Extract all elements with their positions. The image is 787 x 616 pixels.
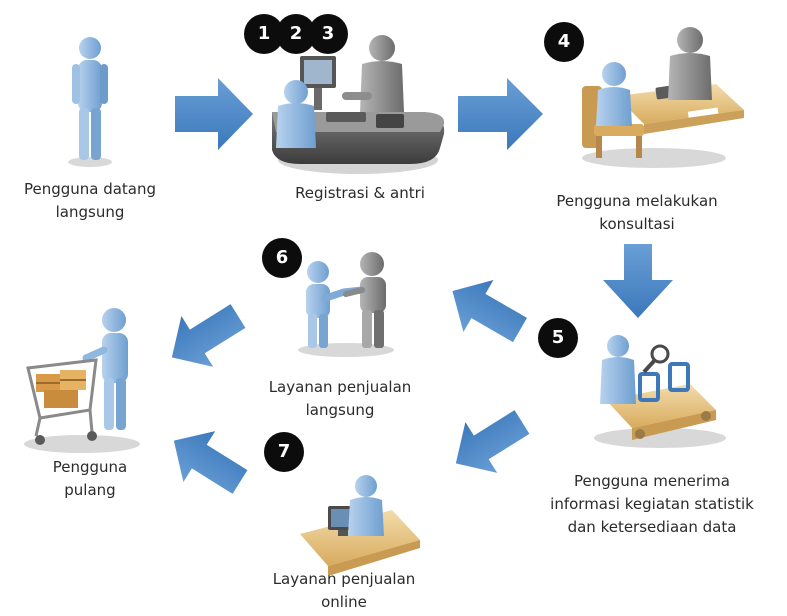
consultation-label-line-2: konsultasi: [599, 215, 675, 233]
flow-arrow-4: [452, 280, 527, 343]
flow-arrow-3: [603, 244, 673, 318]
direct-sales-label: Layanan penjualan langsung: [250, 376, 430, 422]
step-number-badge: 4: [544, 22, 584, 62]
information-label-line-3: dan ketersediaan data: [567, 518, 737, 536]
arrival-label-line-2: langsung: [55, 203, 125, 221]
direct-sales-label-line-2: langsung: [305, 401, 375, 419]
departure-label-line-2: pulang: [64, 481, 116, 499]
flow-arrow-5: [455, 410, 530, 473]
step-number-badge: 6: [262, 238, 302, 278]
departure-label: Pengguna pulang: [20, 456, 160, 502]
flow-arrow-1: [175, 78, 253, 150]
information-label: Pengguna menerima informasi kegiatan sta…: [522, 470, 782, 539]
arrival-label: Pengguna datang langsung: [10, 178, 170, 224]
step-number-badge: 7: [264, 432, 304, 472]
flow-arrow-6: [171, 304, 246, 367]
consultation-label-line-1: Pengguna melakukan: [556, 192, 718, 210]
consultation-icon: [582, 27, 744, 168]
online-sales-computer-icon: [300, 475, 420, 576]
statistics-information-icon: [594, 335, 726, 448]
departure-label-line-1: Pengguna: [52, 458, 128, 476]
flow-arrow-2: [458, 78, 543, 150]
registration-desk-icon: [272, 35, 445, 174]
information-label-line-2: informasi kegiatan statistik: [550, 495, 754, 513]
departing-user-cart-icon: [24, 308, 140, 453]
online-sales-label-line-2: online: [321, 593, 367, 611]
online-sales-label: Layanan penjualan online: [254, 568, 434, 614]
information-label-line-1: Pengguna menerima: [574, 472, 730, 490]
arriving-user-icon: [68, 37, 112, 167]
registration-label-line-1: Registrasi & antri: [295, 184, 425, 202]
consultation-label: Pengguna melakukan konsultasi: [542, 190, 732, 236]
step-number-badge: 5: [538, 318, 578, 358]
step-number-badge: 3: [308, 14, 348, 54]
step-number-badge: 1: [244, 14, 284, 54]
arrival-label-line-1: Pengguna datang: [23, 180, 157, 198]
direct-sales-label-line-1: Layanan penjualan: [268, 378, 412, 396]
registration-label: Registrasi & antri: [270, 182, 450, 205]
direct-sales-handshake-icon: [298, 252, 394, 357]
online-sales-label-line-1: Layanan penjualan: [272, 570, 416, 588]
flow-arrow-7: [173, 431, 248, 494]
